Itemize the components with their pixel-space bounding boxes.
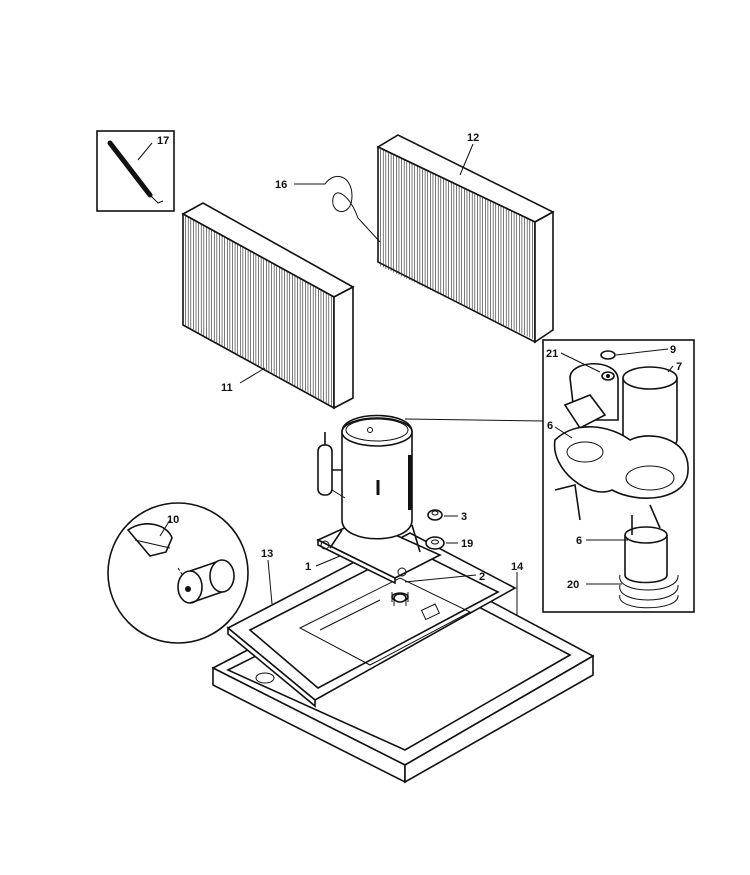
- callout-16: 16: [275, 179, 287, 191]
- grommet-2: [393, 593, 407, 606]
- base-pan: [211, 532, 595, 784]
- callout-17: 17: [157, 135, 169, 147]
- nut-3-washer-19: [425, 509, 445, 550]
- part-10-detail-inset: [107, 502, 249, 644]
- callout-10: 10: [167, 514, 179, 526]
- callout-6-upper: 6: [547, 420, 553, 432]
- coil-12: [376, 134, 555, 344]
- callout-labels: 17 12 16 11 21 9 7 6 10 3 19 6 13 1 14 2…: [157, 132, 682, 591]
- callout-2: 2: [479, 571, 485, 583]
- compressor-1: [316, 414, 442, 585]
- part-17-detail-box: [96, 130, 175, 212]
- callout-19: 19: [461, 538, 473, 550]
- callout-14: 14: [511, 561, 524, 573]
- callout-7: 7: [676, 361, 682, 373]
- callout-20: 20: [567, 579, 579, 591]
- electrical-detail-box: [542, 339, 695, 613]
- leader-lines: [137, 142, 674, 616]
- callout-11: 11: [221, 382, 233, 394]
- callout-1: 1: [305, 561, 311, 573]
- callout-3: 3: [461, 511, 467, 523]
- capillary-tube-16: [300, 175, 381, 243]
- callout-21: 21: [546, 348, 558, 360]
- callout-12: 12: [467, 132, 479, 144]
- callout-9: 9: [670, 344, 676, 356]
- callout-6-lower: 6: [576, 535, 582, 547]
- callout-13: 13: [261, 548, 273, 560]
- coil-11: [181, 202, 355, 410]
